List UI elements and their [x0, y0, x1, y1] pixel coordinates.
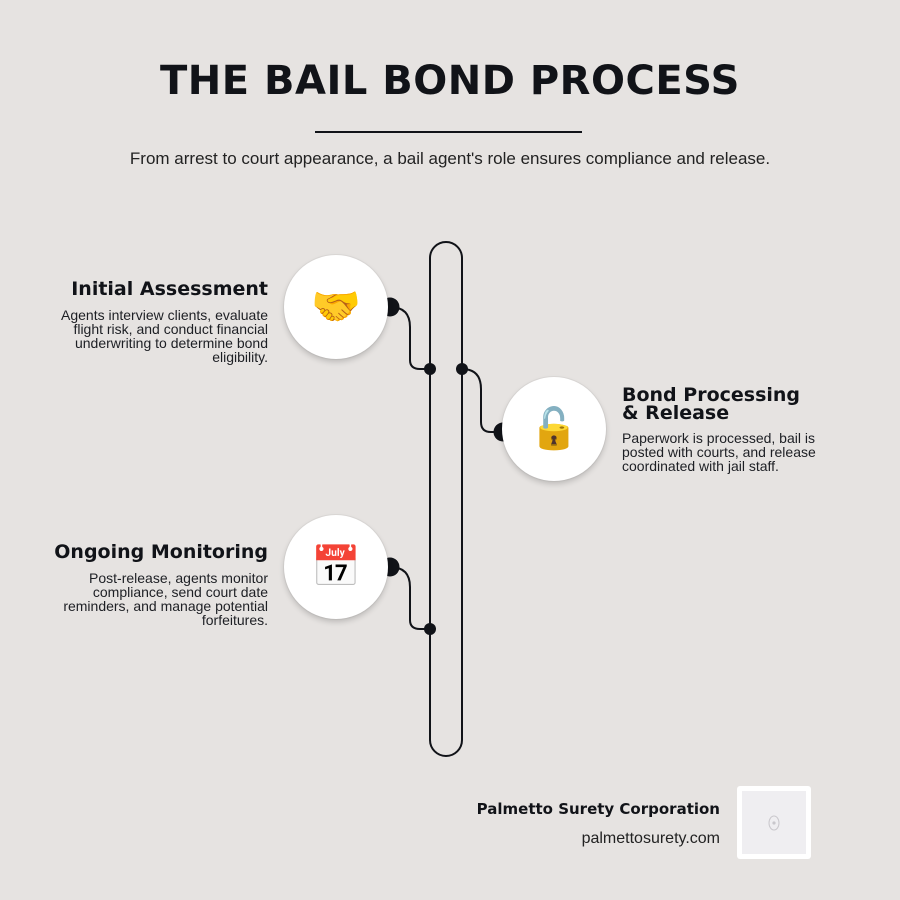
connector-dot-step-1-end — [424, 363, 436, 375]
step-2-title: Bond Processing & Release — [622, 384, 801, 424]
connector-step-3 — [389, 566, 430, 630]
step-2-icon-circle: 🔓 — [502, 377, 606, 481]
title-divider — [315, 131, 582, 133]
step-3-description: Post-release, agents monitor compliance,… — [63, 570, 268, 628]
page-subtitle: From arrest to court appearance, a bail … — [129, 149, 771, 168]
company-name: Palmetto Surety Corporation — [476, 800, 720, 818]
logo-mark-icon — [768, 815, 780, 830]
logo-placeholder — [742, 791, 806, 854]
connector-dot-step-3-end — [424, 623, 436, 635]
page-title: THE BAIL BOND PROCESS — [160, 58, 740, 104]
handshake-icon: 🤝 — [311, 285, 361, 329]
connector-step-1 — [389, 306, 430, 370]
step-2-description: Paperwork is processed, bail is posted w… — [622, 430, 816, 474]
connector-step-2 — [461, 368, 503, 433]
company-logo — [737, 786, 811, 859]
unlocked-padlock-icon: 🔓 — [529, 407, 579, 451]
step-3-title: Ongoing Monitoring — [54, 541, 268, 563]
timeline-track — [429, 241, 463, 757]
connector-dot-step-2-start — [456, 363, 468, 375]
calendar-icon: 📅 — [311, 545, 361, 589]
company-website[interactable]: palmettosurety.com — [581, 830, 720, 847]
step-3-icon-circle: 📅 — [284, 515, 388, 619]
step-1-icon-circle: 🤝 — [284, 255, 388, 359]
step-1-title: Initial Assessment — [71, 278, 268, 300]
step-1-description: Agents interview clients, evaluate fligh… — [61, 307, 268, 365]
